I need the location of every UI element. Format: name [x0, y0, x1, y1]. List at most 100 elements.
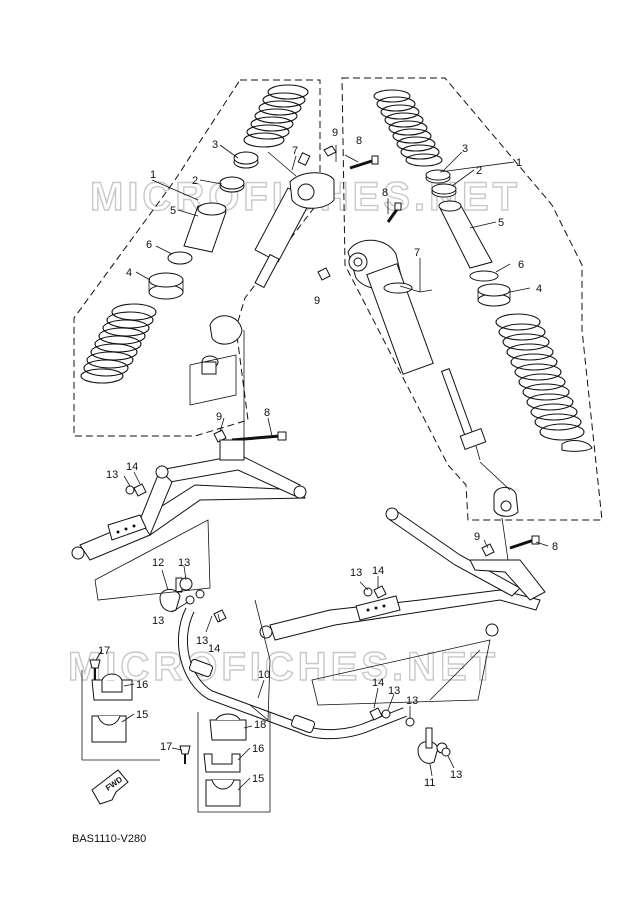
small-hardware	[125, 483, 451, 757]
callout-f-15: 15	[136, 709, 148, 721]
left-collar-3	[233, 151, 259, 169]
callout-g-18: 18	[254, 719, 266, 731]
callout-lower-left-8: 8	[264, 407, 270, 419]
right-spring-upper	[373, 89, 443, 167]
clamp-16-right	[203, 753, 241, 773]
stabilizer-end-link-12	[159, 577, 193, 612]
callout-a-14: 14	[126, 461, 138, 473]
right-bracket-outline	[311, 639, 491, 706]
callout-d-13b: 13	[406, 695, 418, 707]
right-lower-bolt-8	[509, 535, 540, 550]
callout-right-4: 4	[536, 283, 542, 295]
stabilizer-end-link-11	[417, 727, 448, 764]
bolt-17-right	[179, 745, 191, 764]
callout-left-5: 5	[170, 205, 176, 217]
left-lower-bushing	[201, 315, 243, 375]
callout-left-1: 1	[150, 169, 156, 181]
clamp-18	[209, 713, 247, 741]
bolt-17-left	[89, 659, 101, 680]
callout-f-16: 16	[136, 679, 148, 691]
left-o-ring-6	[167, 251, 193, 265]
callout-right-8: 8	[382, 187, 388, 199]
right-lower-link	[501, 517, 509, 561]
callout-e-10: 10	[258, 669, 270, 681]
left-a-arm	[71, 439, 307, 561]
left-spring-lower	[80, 303, 157, 384]
left-leaders	[135, 144, 359, 281]
callout-b-13c: 13	[196, 635, 208, 647]
left-lower-nut-9	[213, 429, 227, 443]
callout-d-11: 11	[424, 777, 435, 789]
callout-labels: 1 3 2 5 6 4 7 9 8 1 3 2 5 6 4 7 8 9 9 8 …	[98, 127, 558, 789]
right-locknut-2	[431, 183, 457, 198]
right-bracket-leader	[429, 649, 481, 701]
right-spring-seat	[561, 440, 593, 452]
callout-b-13: 13	[178, 557, 190, 569]
left-bolt-8	[349, 155, 379, 170]
right-axis-line	[479, 461, 511, 491]
right-lower-nut-9	[481, 543, 495, 557]
callout-right-6: 6	[518, 259, 524, 271]
callout-left-4: 4	[126, 267, 132, 279]
callout-right-5: 5	[498, 217, 504, 229]
right-damper-body	[347, 239, 487, 461]
right-lower-mount	[493, 487, 519, 517]
callout-b-13b: 13	[152, 615, 164, 627]
stabilizer-bar-10	[178, 607, 407, 740]
right-bolt-8	[386, 202, 402, 223]
callout-left-8: 8	[356, 135, 362, 147]
right-sub-tank-5	[438, 200, 493, 269]
left-spring-upper	[243, 84, 309, 148]
bushing-15-left	[91, 715, 127, 743]
callout-g-16: 16	[252, 743, 264, 755]
callout-lower-right-9: 9	[474, 531, 480, 543]
right-nut-9	[317, 267, 331, 281]
callout-f-17: 17	[98, 645, 110, 657]
callout-a-13: 13	[106, 469, 118, 481]
callout-left-9: 9	[332, 127, 338, 139]
callout-lower-left-9: 9	[216, 411, 222, 423]
callout-left-7: 7	[292, 145, 298, 157]
right-o-ring-6	[469, 270, 499, 282]
callout-right-3: 3	[462, 143, 468, 155]
fwd-arrow-icon: FWD	[91, 769, 129, 805]
callout-lower-right-8: 8	[552, 541, 558, 553]
right-collar-3	[425, 169, 451, 184]
callout-d-13c: 13	[450, 769, 462, 781]
callout-left-2: 2	[192, 175, 198, 187]
callout-c-13: 13	[350, 567, 362, 579]
clamp-16-left	[91, 673, 133, 701]
callout-right-2: 2	[476, 165, 482, 177]
diagram-code: BAS1110-V280	[72, 833, 146, 845]
left-lower-bolt-8	[231, 431, 287, 442]
bushing-15-right	[205, 779, 241, 807]
left-nut-9	[323, 145, 337, 157]
callout-right-1: 1	[516, 157, 522, 169]
callout-b-12: 12	[152, 557, 164, 569]
callout-d-14: 14	[372, 677, 384, 689]
callout-d-13: 13	[388, 685, 400, 697]
right-spring-guide-4	[477, 283, 511, 307]
callout-g-15: 15	[252, 773, 264, 785]
callout-left-3: 3	[212, 139, 218, 151]
left-link-frame	[189, 354, 237, 406]
right-clamp-frame	[197, 712, 271, 813]
callout-c-14: 14	[372, 565, 384, 577]
lower-leaders	[95, 417, 549, 791]
left-sub-tank-5	[183, 202, 227, 253]
callout-b-14: 14	[208, 643, 220, 655]
right-spring-lower	[495, 313, 585, 441]
left-damper-body	[254, 152, 335, 289]
left-shock-group-outline	[73, 79, 321, 437]
callout-right-7: 7	[414, 247, 420, 259]
left-spring-guide-4	[148, 272, 184, 300]
right-a-arm	[259, 507, 546, 641]
bar-bracket-lines	[249, 599, 271, 721]
right-shock-group-outline	[341, 77, 603, 521]
right-leaders	[387, 151, 531, 293]
left-bracket-outline	[94, 519, 211, 601]
watermark-bottom: MICROFICHES.NET	[68, 645, 499, 689]
left-locknut-2	[219, 176, 245, 193]
